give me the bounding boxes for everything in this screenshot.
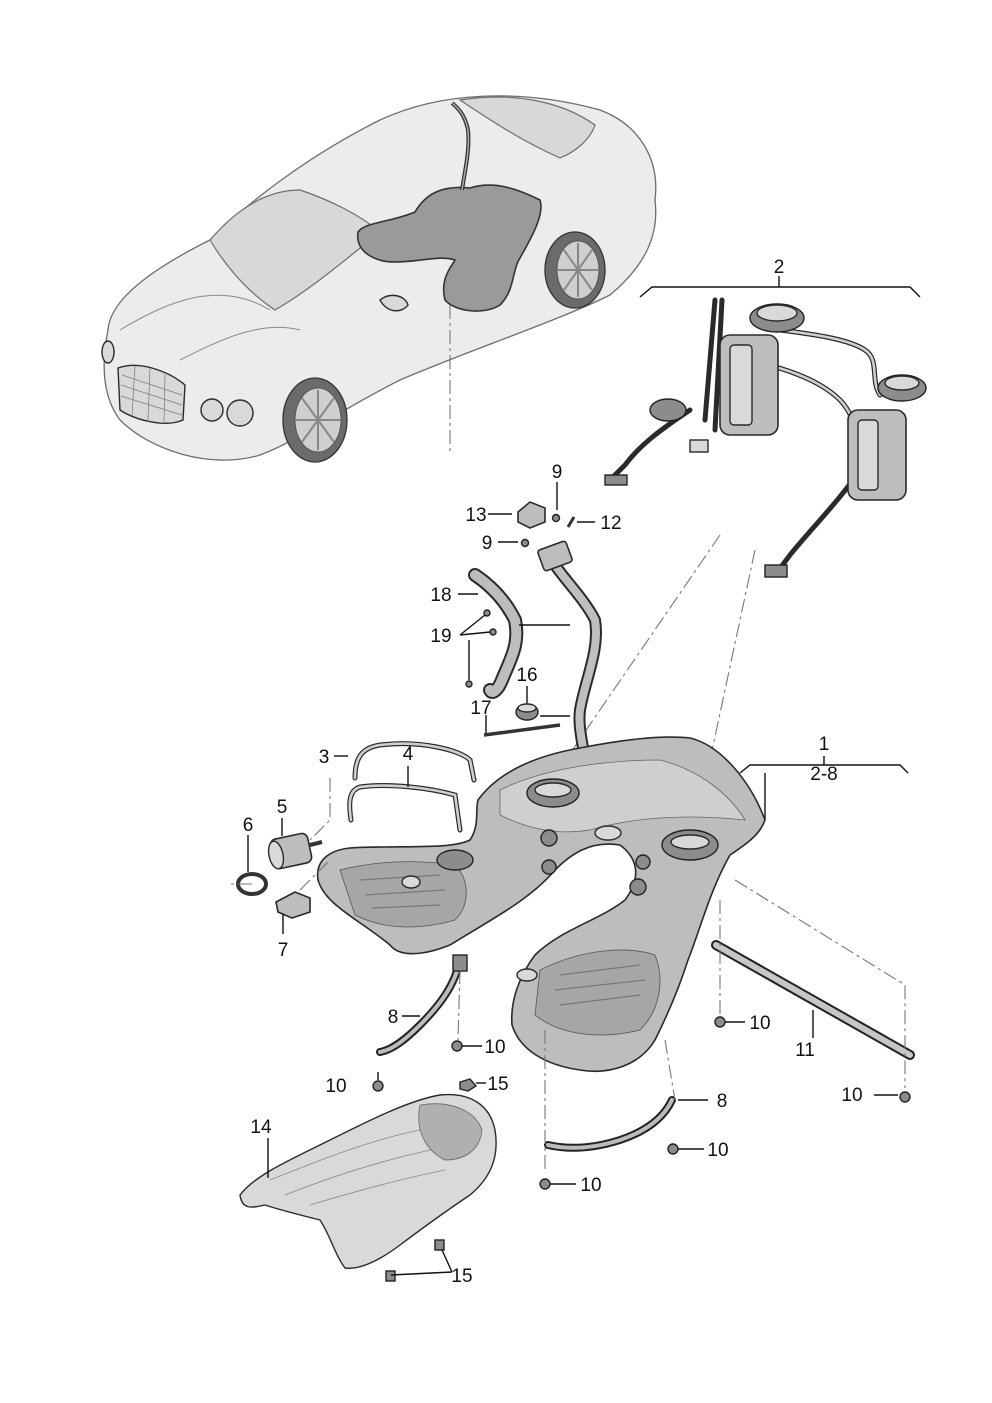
callout-2: 2	[774, 257, 785, 278]
callout-1: 1	[819, 734, 830, 755]
callout-8-left: 8	[388, 1007, 399, 1028]
car-headlight-left	[200, 398, 224, 422]
part-15-nuts	[385, 1078, 478, 1282]
car-fuel-tank-ghost	[357, 184, 542, 312]
part-5-fuel-filter	[267, 832, 323, 870]
callout-1-range: 2-8	[810, 764, 837, 785]
part-19-clip-c	[465, 680, 473, 688]
callout-7: 7	[278, 940, 289, 961]
callout-16: 16	[516, 665, 537, 686]
car-rear-glass	[458, 96, 596, 159]
callout-14: 14	[250, 1117, 272, 1138]
callout-3: 3	[319, 747, 330, 768]
fuel-tank-group	[316, 736, 909, 1072]
callout-15-top: 15	[487, 1074, 508, 1095]
part-8-strap-left	[376, 956, 464, 1056]
car-mirror	[379, 294, 409, 312]
callout-18: 18	[430, 585, 451, 606]
car-rear-wheel	[544, 231, 606, 309]
callout-13: 13	[465, 505, 486, 526]
fuel-lines-group	[230, 741, 477, 919]
callout-19: 19	[430, 626, 451, 647]
callout-10-e: 10	[707, 1140, 728, 1161]
part-13-cap	[517, 501, 546, 529]
callout-10-f: 10	[580, 1175, 601, 1196]
fuel-pump-assembly	[544, 276, 927, 831]
car-hood-lines	[119, 294, 301, 361]
callout-10-a: 10	[749, 1013, 770, 1034]
filler-head	[537, 540, 573, 572]
car-grille	[117, 364, 186, 424]
part-10-bolts	[372, 1016, 911, 1190]
callout-8-right: 8	[717, 1091, 728, 1112]
callout-10-b: 10	[484, 1037, 505, 1058]
car-headlight-side	[101, 340, 115, 364]
callout-numbers: 1 2-8 2 3 4 5 6 7 8 8 9 9 10 10 10 10 10…	[243, 257, 863, 1287]
part-19-clip-a	[483, 609, 491, 617]
reference-line-pump-left	[544, 534, 721, 791]
car-front-wheel	[282, 377, 348, 463]
bracket-1	[739, 764, 909, 774]
leader-lines	[247, 482, 898, 1276]
callout-6: 6	[243, 815, 254, 836]
callout-5: 5	[277, 797, 288, 818]
heat-shield-group	[239, 1078, 497, 1282]
callout-12: 12	[600, 513, 621, 534]
callout-11: 11	[795, 1040, 815, 1061]
filler-neck-group	[465, 501, 602, 766]
part-3-fuel-line	[352, 741, 477, 783]
mounting-group	[372, 879, 915, 1190]
callout-10-d: 10	[841, 1085, 862, 1106]
car-grille-mesh	[120, 365, 183, 423]
part-9-bolt-a	[551, 513, 561, 523]
sender-flange	[649, 398, 687, 422]
callout-4: 4	[403, 744, 414, 765]
part-12-pin	[566, 516, 576, 528]
callout-15-bottom: 15	[451, 1266, 472, 1287]
part-17-rod	[483, 723, 561, 737]
callout-9-lower: 9	[482, 533, 493, 554]
part-19-clip-b	[489, 628, 497, 636]
part-7-bracket	[275, 891, 311, 919]
part-9-bolt-b	[520, 538, 530, 548]
car-overview	[101, 95, 657, 463]
callout-17: 17	[470, 698, 491, 719]
car-headlight-right	[226, 399, 254, 427]
callout-9-top: 9	[552, 462, 563, 483]
car-body	[103, 95, 657, 461]
callout-10-c: 10	[325, 1076, 346, 1097]
bracket-2	[639, 286, 921, 298]
tank-opening-small	[436, 849, 474, 871]
